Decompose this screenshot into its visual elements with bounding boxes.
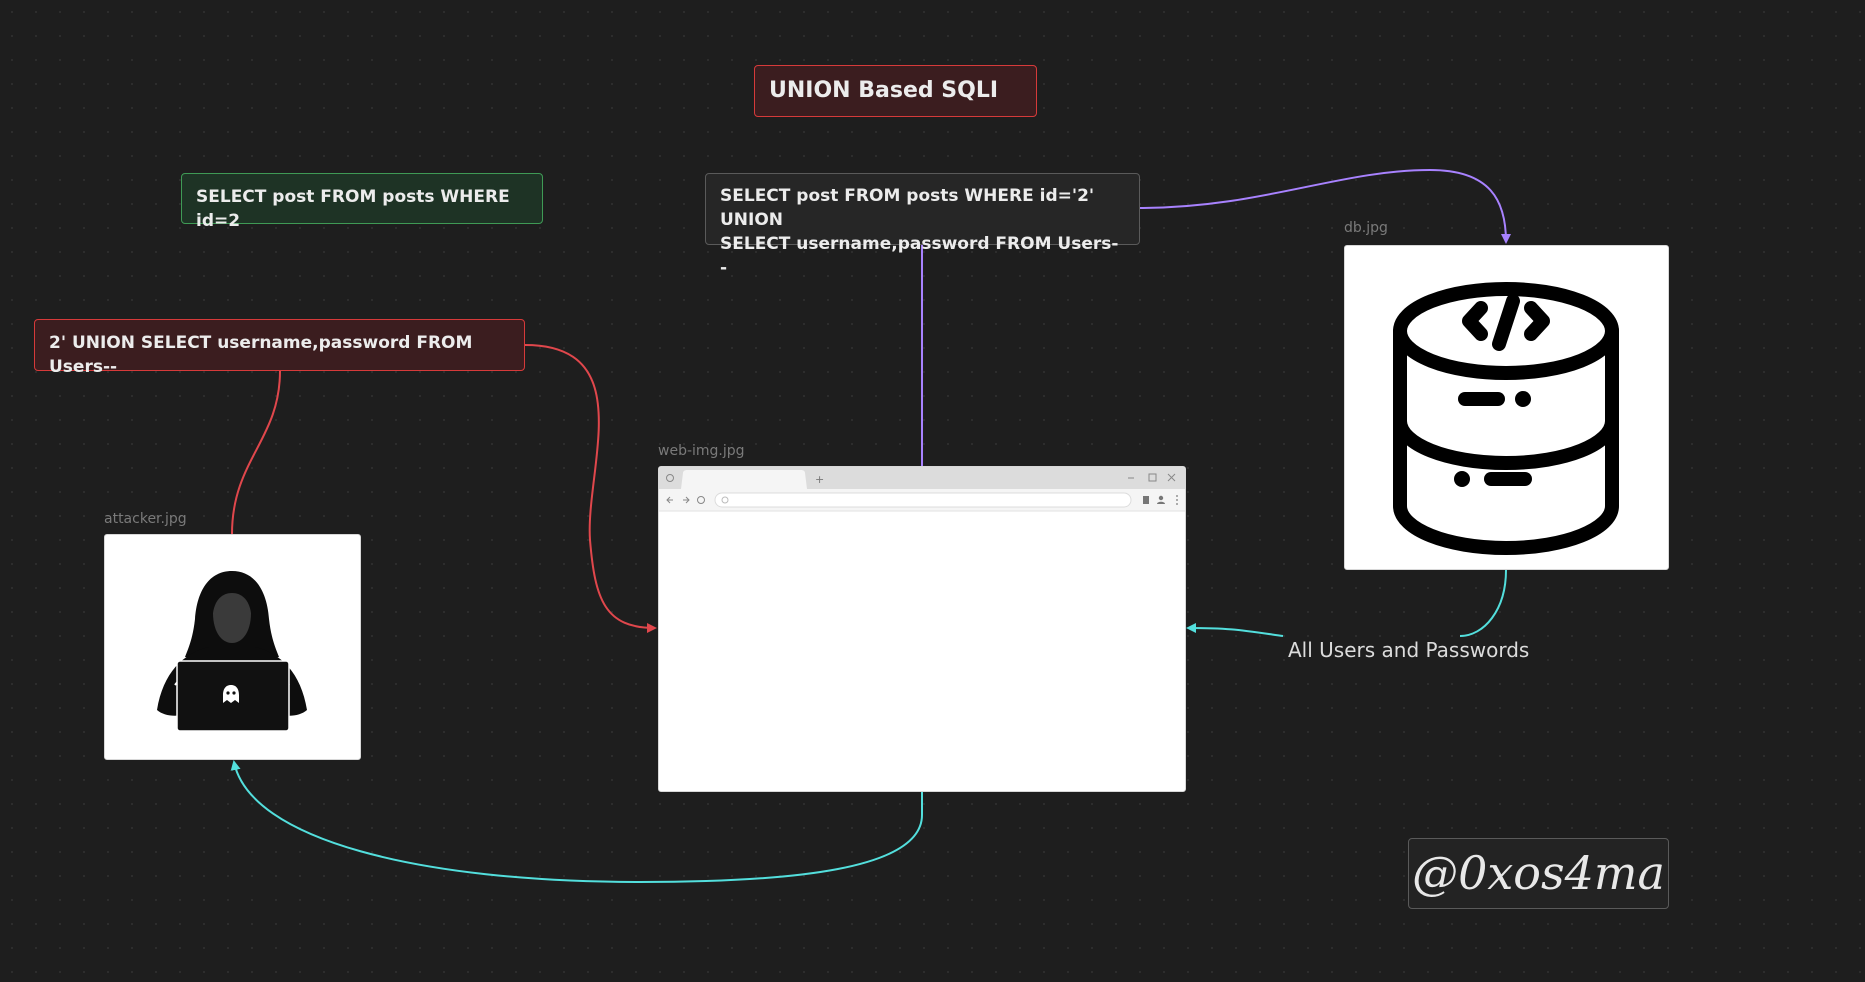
original-query-text: SELECT post FROM posts WHERE id=2 [196, 187, 510, 231]
edge-db-web-2 [1186, 623, 1284, 637]
web-image[interactable]: + [658, 466, 1186, 792]
edge-payload-attacker [231, 370, 281, 535]
db-file-label: db.jpg [1344, 220, 1388, 236]
web-file-label: web-img.jpg [658, 443, 745, 459]
original-query-node[interactable]: SELECT post FROM posts WHERE id=2 [181, 173, 543, 231]
payload-text: 2' UNION SELECT username,password FROM U… [49, 333, 473, 377]
title-text: UNION Based SQLI [769, 78, 999, 103]
edge-db-web [1459, 569, 1507, 637]
svg-text:+: + [815, 473, 824, 486]
author-handle: @0xos4ma [1408, 838, 1669, 909]
edge-payload-web [524, 344, 657, 633]
attacker-image[interactable] [104, 534, 361, 760]
title-node[interactable]: UNION Based SQLI [754, 65, 1037, 117]
attacker-file-label: attacker.jpg [104, 511, 187, 527]
db-image[interactable] [1344, 245, 1669, 570]
edge-web-attacker [230, 760, 923, 884]
browser-window-icon: + [659, 467, 1185, 512]
payload-node[interactable]: 2' UNION SELECT username,password FROM U… [34, 319, 525, 377]
union-query-line-1: SELECT post FROM posts WHERE id='2' UNIO… [720, 186, 1095, 230]
edge-union-db [1139, 168, 1511, 244]
author-handle-text: @0xos4ma [1412, 846, 1665, 900]
db-to-web-edge-label: All Users and Passwords [1286, 638, 1532, 662]
database-code-icon [1393, 282, 1619, 555]
union-query-line-2: SELECT username,password FROM Users-- [720, 234, 1119, 278]
union-query-node[interactable]: SELECT post FROM posts WHERE id='2' UNIO… [705, 173, 1140, 278]
hooded-hacker-icon [157, 571, 307, 732]
